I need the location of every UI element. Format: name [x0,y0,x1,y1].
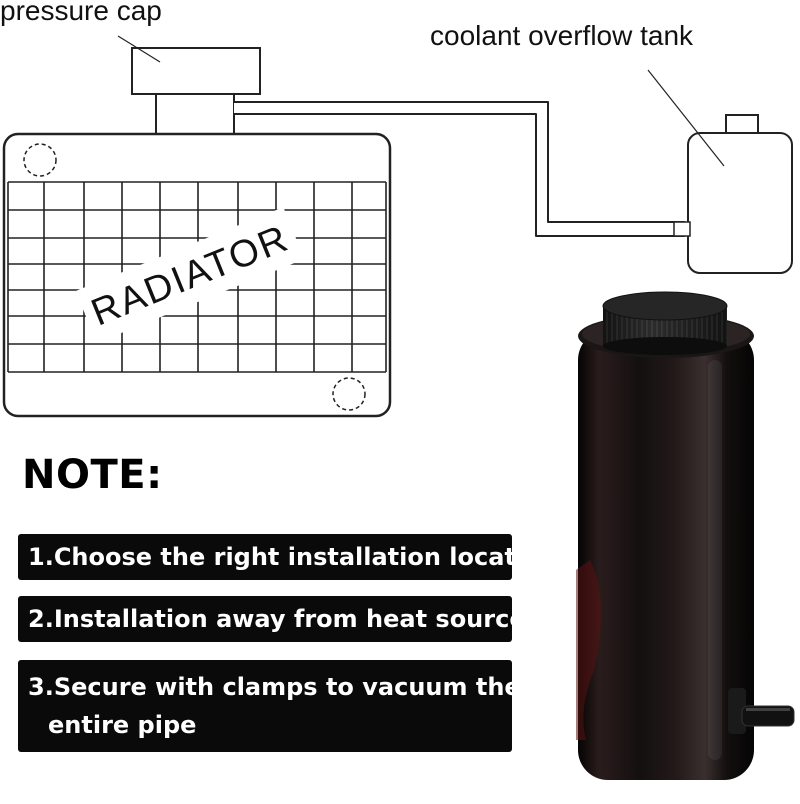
note-item-1-text: 1.Choose the right installation location [28,543,558,571]
coolant-tank-product [576,291,795,780]
radiator-drain-circle-bottom [332,377,366,411]
note-item-2-text: 2.Installation away from heat source [28,605,526,633]
radiator-drawing: RADIATOR [2,132,392,418]
tank-cap [602,291,728,355]
note-item-3: 3.Secure with clamps to vacuum the entir… [18,660,521,752]
note-item-3-text-line2: entire pipe [48,711,197,739]
tank-outlet-fitting [728,688,795,734]
overflow-tank-label: coolant overflow tank [430,20,694,51]
note-title: NOTE: [22,452,163,498]
coolant-overflow-tank-drawing [673,114,793,274]
pressure-cap-pointer [117,35,161,63]
pressure-cap [131,47,261,135]
note-item-3-text-line1: 3.Secure with clamps to vacuum the [28,673,521,701]
pressure-cap-label: pressure cap [0,0,162,26]
note-item-1: 1.Choose the right installation location [18,534,558,580]
note-item-2: 2.Installation away from heat source [18,596,526,642]
radiator-drain-circle-top [23,143,57,177]
overflow-tank-pointer [647,69,725,167]
